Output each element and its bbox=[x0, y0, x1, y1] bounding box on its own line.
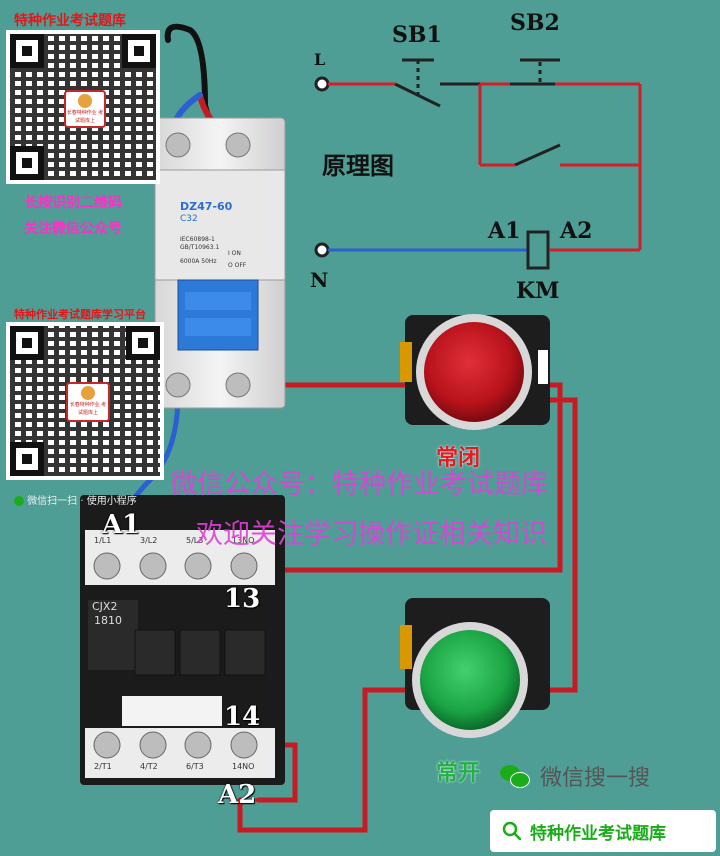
watermark-line-2: 欢迎关注学习操作证相关知识 bbox=[196, 519, 547, 550]
top-banner: 特种作业考试题库 bbox=[14, 13, 126, 29]
label-a1-coil: A1 bbox=[102, 510, 141, 540]
breaker-std-1: IEC60898-1 bbox=[180, 236, 215, 243]
wechat-icon bbox=[500, 763, 530, 789]
contactor-code: 1810 bbox=[94, 614, 122, 627]
qr-center-badge-bottom: 长春特种作业 考试题库上 bbox=[66, 382, 110, 422]
schematic-label-sb1: SB1 bbox=[392, 22, 442, 48]
worker-avatar-icon bbox=[81, 386, 95, 400]
no-push-button[interactable] bbox=[400, 598, 550, 738]
schematic-label-km: KM bbox=[516, 278, 560, 304]
contactor-term-14no: 14NO bbox=[232, 762, 255, 771]
breaker-on: I ON bbox=[228, 250, 241, 257]
small-caption-text: 微信扫一扫 · 使用小程序 bbox=[27, 496, 137, 507]
search-bar[interactable]: 特种作业考试题库 bbox=[490, 810, 716, 852]
worker-avatar-icon bbox=[78, 94, 92, 108]
schematic-label-a2: A2 bbox=[560, 218, 593, 244]
wechat-search-text: 微信搜一搜 bbox=[540, 766, 651, 791]
contactor-body bbox=[80, 495, 285, 785]
nc-button-label: 常闭 bbox=[436, 446, 481, 471]
contactor-term-2t1: 2/T1 bbox=[94, 762, 112, 771]
breaker-rating: C32 bbox=[180, 214, 198, 224]
mid-banner: 特种作业考试题库学习平台 bbox=[14, 308, 146, 321]
qr-caption-1: 长按识别二维码 bbox=[24, 195, 122, 211]
schematic-diagram bbox=[314, 58, 642, 270]
no-button-label: 常开 bbox=[436, 761, 481, 786]
wechat-search-brand: 微信搜一搜 bbox=[500, 760, 650, 792]
search-query: 特种作业考试题库 bbox=[530, 823, 666, 844]
qr-center-badge-top: 长春特种作业 考试题库上 bbox=[64, 90, 106, 128]
contactor-model: CJX2 bbox=[92, 600, 118, 613]
label-a2-coil: A2 bbox=[218, 780, 257, 810]
contactor-term-5l3: 5/L3 bbox=[186, 536, 204, 545]
schematic-title: 原理图 bbox=[322, 152, 394, 180]
contactor-term-4t2: 4/T2 bbox=[140, 762, 158, 771]
qr-badge-text-top: 长春特种作业 考试题库上 bbox=[66, 110, 104, 124]
qr-badge-text-bottom: 长春特种作业 考试题库上 bbox=[69, 402, 107, 416]
contactor-term-13no: 13NO bbox=[232, 536, 255, 545]
qr-caption-2: 关注微信公众号 bbox=[24, 221, 122, 237]
nc-push-button[interactable] bbox=[400, 314, 550, 430]
schematic-label-sb2: SB2 bbox=[510, 10, 560, 36]
label-14: 14 bbox=[224, 702, 261, 732]
breaker-freq: 6000A 50Hz bbox=[180, 258, 217, 265]
contactor-term-1l1: 1/L1 bbox=[94, 536, 112, 545]
qr-code-top[interactable]: 长春特种作业 考试题库上 bbox=[6, 30, 160, 184]
small-caption: 微信扫一扫 · 使用小程序 bbox=[14, 492, 137, 507]
label-13: 13 bbox=[224, 584, 261, 614]
circuit-breaker bbox=[154, 117, 286, 409]
contactor-term-3l2: 3/L2 bbox=[140, 536, 158, 545]
breaker-std-2: GB/T10963.1 bbox=[180, 244, 220, 251]
mini-program-icon bbox=[14, 496, 24, 506]
breaker-model: DZ47-60 bbox=[180, 200, 233, 213]
contactor-term-6t3: 6/T3 bbox=[186, 762, 204, 771]
schematic-label-l: L bbox=[314, 50, 326, 69]
watermark-line-1: 微信公众号：特种作业考试题库 bbox=[170, 469, 548, 500]
schematic-label-n: N bbox=[310, 268, 329, 292]
schematic-label-a1: A1 bbox=[488, 218, 521, 244]
breaker-off: O OFF bbox=[228, 262, 247, 269]
qr-code-bottom[interactable]: 长春特种作业 考试题库上 bbox=[6, 322, 164, 480]
search-icon bbox=[502, 821, 522, 841]
